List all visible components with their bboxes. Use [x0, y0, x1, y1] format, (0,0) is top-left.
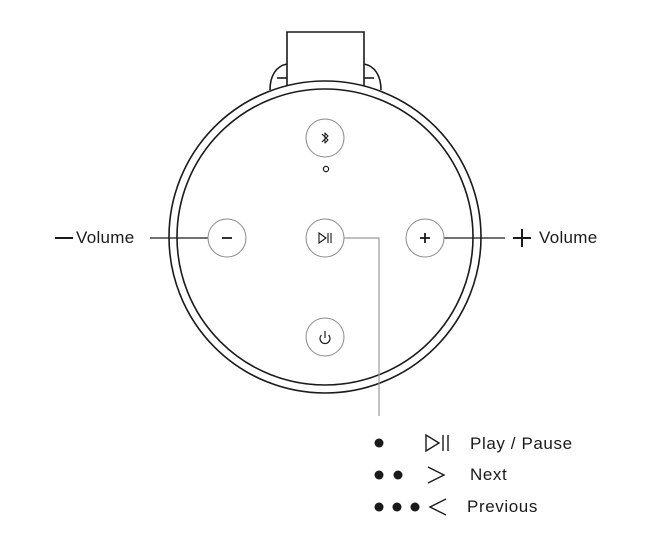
- legend-play-pause-label: Play / Pause: [470, 434, 573, 453]
- legend-next-label: Next: [470, 465, 508, 484]
- press-dot: [392, 502, 402, 512]
- bluetooth-icon: [321, 132, 329, 144]
- play-pause-leader: [343, 237, 380, 416]
- press-dot: [410, 502, 420, 512]
- legend-previous-label: Previous: [467, 497, 538, 516]
- play-pause-icon: [318, 231, 332, 245]
- plus-icon: [420, 233, 430, 243]
- volume-up-button[interactable]: [405, 218, 445, 258]
- bluetooth-indicator-light: [322, 165, 330, 173]
- volume-down-button[interactable]: [207, 218, 247, 258]
- play-pause-button[interactable]: [305, 218, 345, 258]
- power-button[interactable]: [305, 317, 345, 357]
- volume-up-symbol: [513, 229, 531, 247]
- volume-down-label: Volume: [76, 228, 135, 247]
- press-dot: [374, 502, 384, 512]
- press-dot: [374, 470, 384, 480]
- greater-than-icon: [427, 466, 446, 484]
- volume-up-label: Volume: [539, 228, 598, 247]
- power-icon: [319, 331, 331, 345]
- carrying-strap: [269, 31, 382, 91]
- legend-play-pause-icon: [425, 433, 449, 453]
- bluetooth-button[interactable]: [305, 118, 345, 158]
- press-dot: [393, 470, 403, 480]
- less-than-icon: [428, 498, 447, 516]
- legend-press-dots: [374, 438, 420, 512]
- press-dot: [374, 438, 384, 448]
